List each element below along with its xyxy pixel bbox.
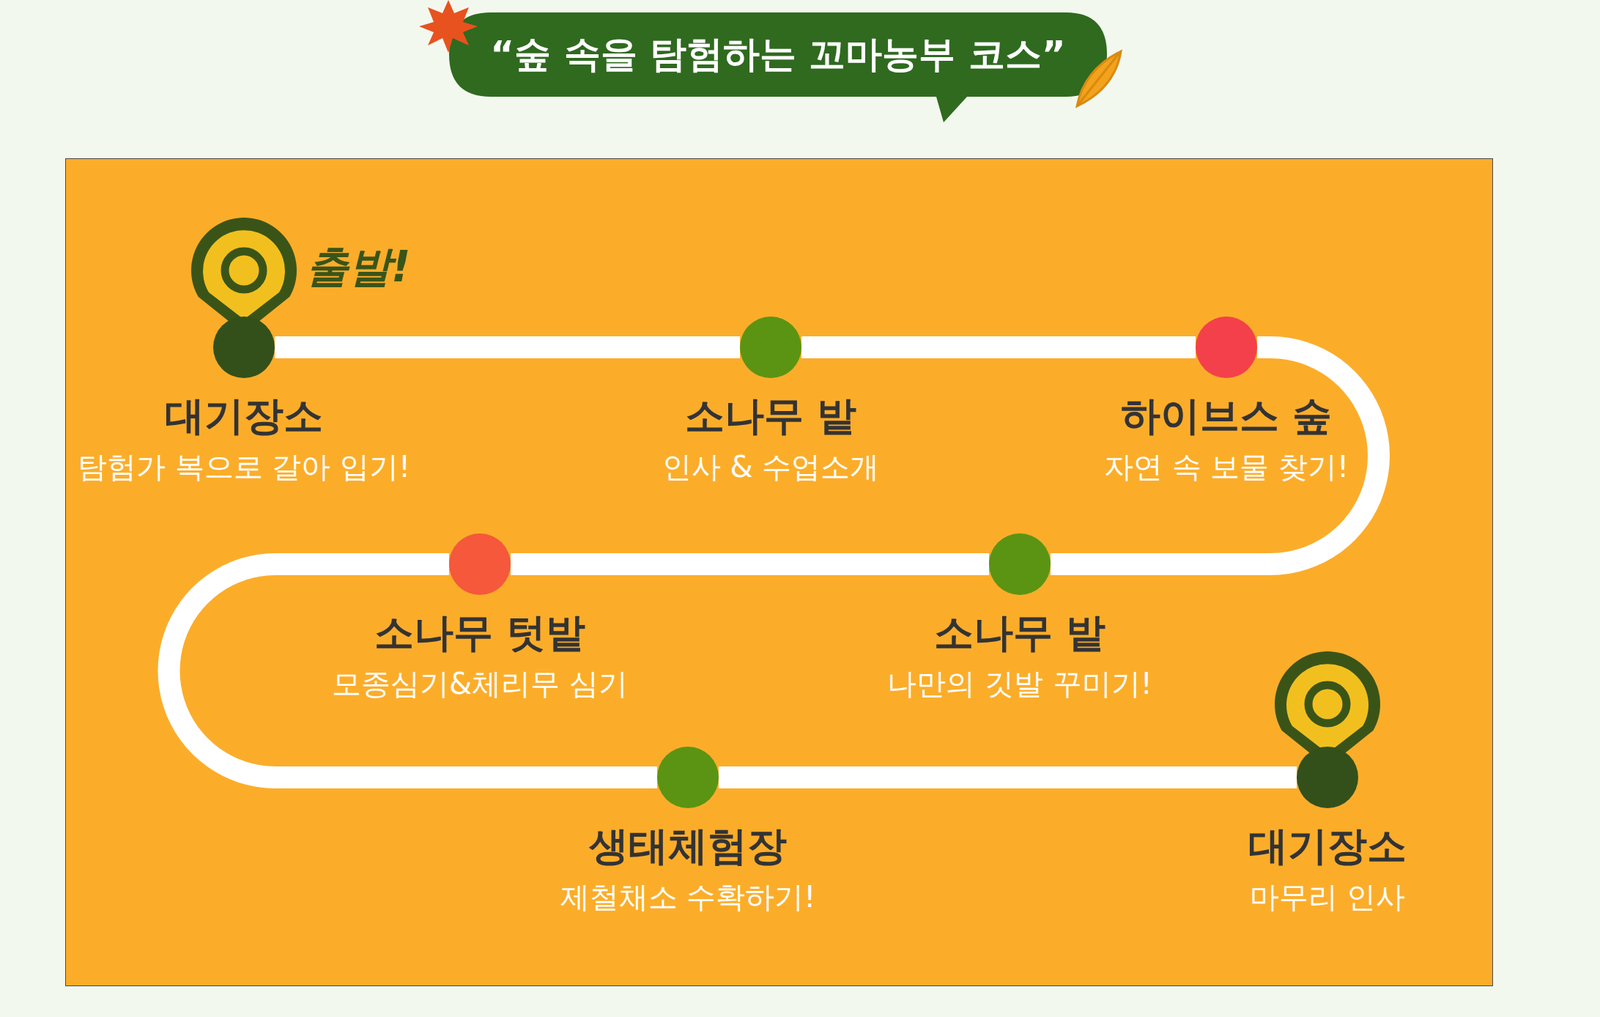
stop-dot xyxy=(213,316,275,379)
course-stop: 하이브스 숲자연 속 보물 찾기! xyxy=(1104,316,1349,485)
stop-dot xyxy=(657,746,719,809)
course-path xyxy=(274,336,740,359)
pin-inner xyxy=(202,230,285,320)
stop-name: 대기장소 xyxy=(1248,822,1407,871)
stop-activity: 자연 속 보물 찾기! xyxy=(1104,449,1349,485)
maple-leaf xyxy=(419,0,478,53)
stop-name: 대기장소 xyxy=(164,392,324,441)
stop-activity: 탐험가 복으로 갈아 입기! xyxy=(77,449,411,485)
course-stop: 소나무 밭인사 & 수업소개 xyxy=(662,316,880,485)
autumn-leaf xyxy=(1076,51,1121,107)
stop-dot xyxy=(1195,316,1258,379)
course-stop: 생태체험장제철채소 수확하기! xyxy=(560,746,817,915)
stop-activity: 제철채소 수확하기! xyxy=(560,879,817,915)
pin-inner xyxy=(1286,663,1369,754)
stop-name: 생태체험장 xyxy=(589,822,787,871)
stop-dot xyxy=(739,316,802,379)
stop-activity: 마무리 인사 xyxy=(1249,879,1406,915)
stop-name: 소나무 밭 xyxy=(684,392,858,441)
stop-activity: 인사 & 수업소개 xyxy=(662,449,880,485)
pin-ring xyxy=(1308,684,1347,724)
start-label: 출발! xyxy=(306,238,411,296)
title-bubble xyxy=(449,12,1107,123)
stop-name: 소나무 밭 xyxy=(934,609,1107,658)
stop-dot xyxy=(449,533,511,595)
course-stop: 소나무 텃밭모종심기&체리무 심기 xyxy=(331,533,628,702)
stop-dot xyxy=(1296,746,1359,809)
course-path xyxy=(1050,347,1379,565)
course-path xyxy=(169,564,658,778)
course-path xyxy=(801,336,1196,359)
course-stop: 대기장소탐험가 복으로 갈아 입기! xyxy=(77,316,411,485)
course-title: “숲 속을 탐험하는 꼬마농부 코스” xyxy=(449,12,1107,97)
pin-ring xyxy=(224,251,264,290)
stop-activity: 모종심기&체리무 심기 xyxy=(331,665,628,702)
stop-dot xyxy=(989,533,1051,595)
course-stop: 소나무 밭나만의 깃발 꾸미기! xyxy=(887,533,1152,702)
course-stop: 대기장소마무리 인사 xyxy=(1248,746,1407,915)
stop-name: 하이브스 숲 xyxy=(1120,392,1333,441)
course-path xyxy=(510,553,990,576)
stop-name: 소나무 텃밭 xyxy=(374,609,587,658)
stop-activity: 나만의 깃발 꾸미기! xyxy=(887,665,1152,702)
course-path xyxy=(718,766,1297,789)
